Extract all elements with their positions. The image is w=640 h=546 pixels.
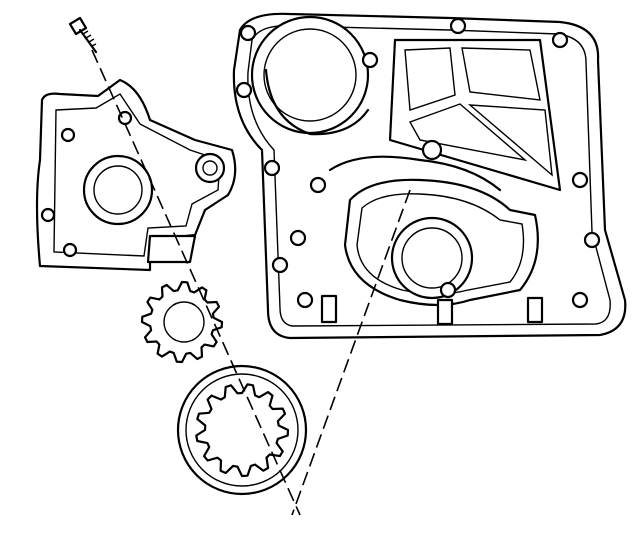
- crankshaft-seal-bore: [250, 15, 370, 135]
- engine-front-cover: [232, 12, 627, 340]
- inner-gear: [140, 280, 224, 364]
- bolt: [68, 16, 98, 54]
- alignment-line-2: [291, 189, 411, 516]
- alignment-line-1: [91, 49, 301, 516]
- oil-pump-cover: [35, 78, 237, 272]
- oil-pump-bore: [390, 216, 474, 300]
- bolt-holes: [235, 17, 601, 326]
- outer-gear: [176, 364, 308, 496]
